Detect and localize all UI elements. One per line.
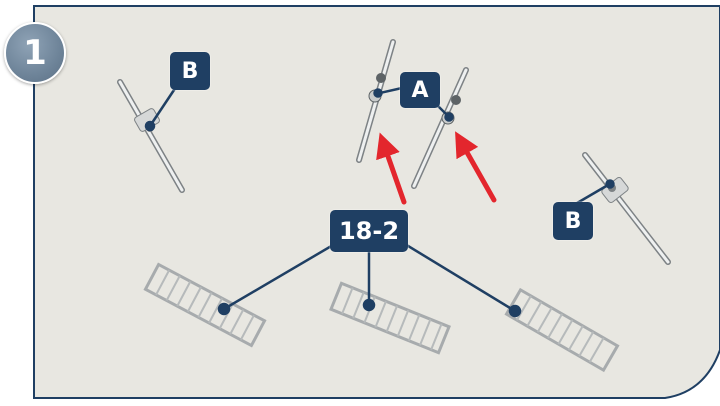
callout-label-b-right: B bbox=[553, 202, 593, 240]
callout-label-a: A bbox=[400, 72, 440, 108]
ladder-part-middle bbox=[329, 281, 451, 355]
photo-panel bbox=[33, 5, 720, 399]
ladder-part-left bbox=[143, 262, 267, 348]
red-arrow-left bbox=[376, 132, 407, 205]
leader-lines bbox=[144, 83, 615, 318]
ladder-part-right bbox=[504, 287, 620, 373]
callout-label-b-left: B bbox=[170, 52, 210, 90]
step-number-badge: 1 bbox=[4, 22, 66, 84]
callout-label-part-number: 18-2 bbox=[330, 210, 408, 252]
red-arrow-right bbox=[455, 131, 497, 203]
